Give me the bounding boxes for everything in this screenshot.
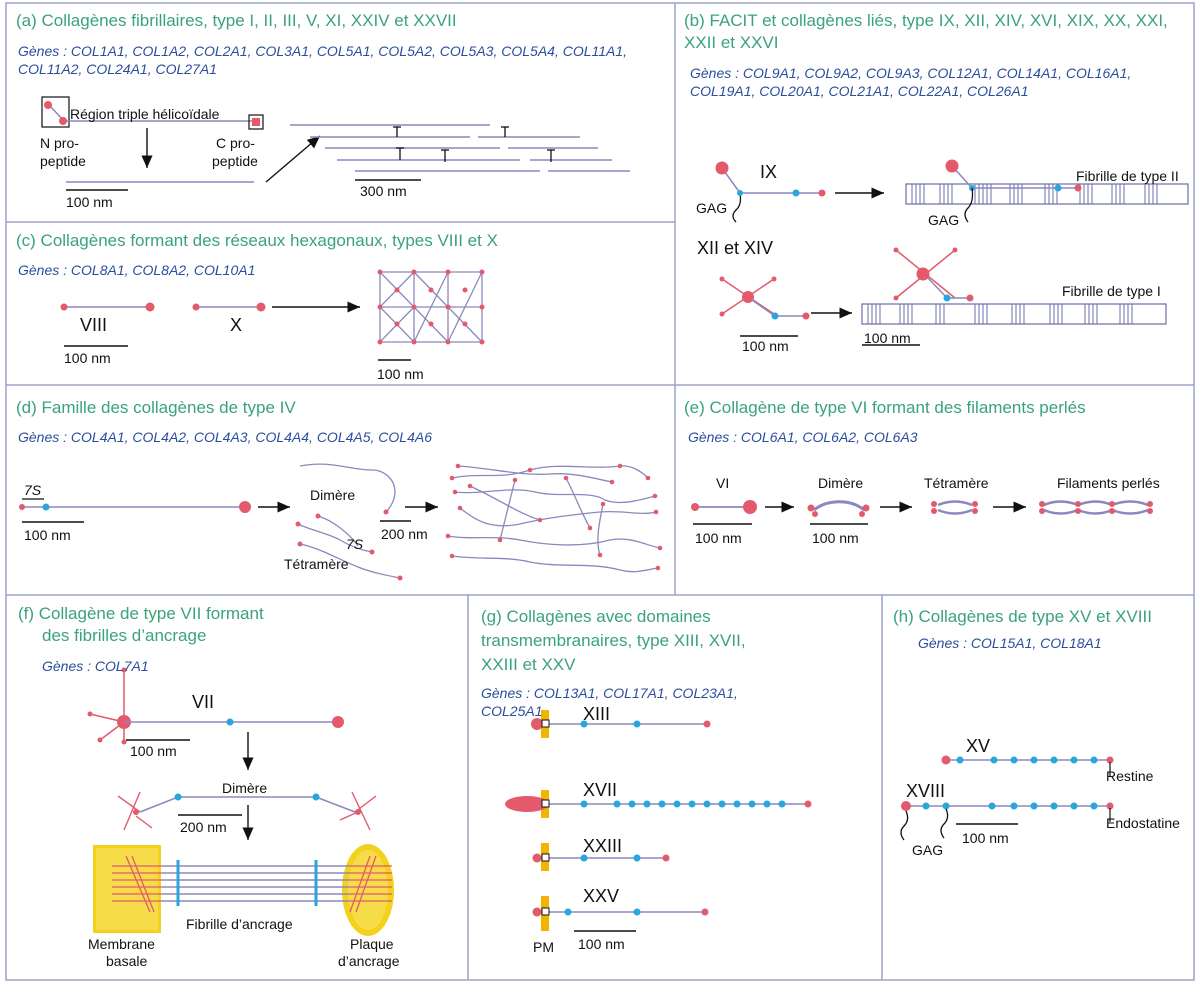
endostatin-label: Endostatine [1106,815,1180,831]
panel-grid [5,2,1195,981]
gag-label: GAG [912,842,944,858]
gag-label: GAG [696,200,728,216]
basement-membrane-label-2: basale [106,953,148,969]
scale-bar-label: 100 nm [742,338,789,354]
panel-b-title: (b) FACIT et collagènes liés, type IX, X… [684,11,1168,52]
scale-bar-label: 100 nm [812,530,859,546]
type-xxv-label: XXV [583,886,620,906]
scale-bar-label: 100 nm [24,527,71,543]
type-xviii-label: XVIII [906,781,946,801]
panel-b-art [715,159,1189,346]
panel-h-art [900,755,1114,841]
triple-helix-label: Région triple hélicoïdale [70,106,220,122]
dimer-label: Dimère [818,475,864,491]
anchoring-plaque-label-1: Plaque [350,936,394,952]
scale-bar-label: 100 nm [130,743,177,759]
type-xxiii-label: XXIII [583,836,623,856]
dimer-label: Dimère [310,487,356,503]
n-propeptide-label-2: peptide [40,153,86,169]
panel-d-genes: Gènes : COL4A1, COL4A2, COL4A3, COL4A4, … [18,429,432,445]
panel-a-art [41,96,630,191]
type-iv-network [447,465,661,573]
anchoring-fibril-lines [162,865,350,902]
type-xv-label: XV [966,736,991,756]
scale-bar-label: 300 nm [360,183,407,199]
scale-bar-label: 100 nm [578,936,625,952]
c-propeptide-label-1: C pro- [216,135,255,151]
n-propeptide-label-1: N pro- [40,135,79,151]
panel-h-title: (h) Collagènes de type XV et XVIII [893,607,1152,626]
panel-h-genes: Gènes : COL15A1, COL18A1 [918,635,1102,651]
panel-e-art [691,500,1153,525]
panel-g-genes-1: Gènes : COL13A1, COL17A1, COL23A1, [481,685,738,701]
basement-membrane-label-1: Membrane [88,936,155,952]
panel-c-title: (c) Collagènes formant des réseaux hexag… [16,231,498,250]
scale-bar-label: 100 nm [64,350,111,366]
anchoring-plaque-label-2: d’ancrage [338,953,400,969]
c-propeptide-label-2: peptide [212,153,258,169]
panel-a-genes: Gènes : COL1A1, COL1A2, COL2A1, COL3A1, … [18,43,628,77]
dimer-label: Dimère [222,780,268,796]
fibril-type-i-label: Fibrille de type I [1062,283,1161,299]
panel-c-art [60,269,485,361]
panel-g-genes-2: COL25A1 [481,703,543,719]
panel-b-genes: Gènes : COL9A1, COL9A2, COL9A3, COL12A1,… [690,65,1132,99]
type-x-label: X [230,315,243,335]
7s-domain-label: 7S [24,482,42,498]
scale-bar-label: 100 nm [962,830,1009,846]
gag-label: GAG [928,212,960,228]
scale-bar-label: 100 nm [864,330,911,346]
panel-g-title-2: transmembranaires, type XIII, XVII, [481,631,746,650]
fibril-i-bands [867,304,1133,324]
type-ix-label: IX [760,162,778,182]
fibril-ii-bands [911,184,1158,204]
scale-bar-label: 200 nm [381,526,428,542]
scale-bar-label: 100 nm [66,194,113,210]
type-xiii-label: XIII [583,704,611,724]
anchoring-fibril-label: Fibrille d’ancrage [186,916,293,932]
scale-bar-label: 200 nm [180,819,227,835]
beaded-filaments-label: Filaments perlés [1057,475,1160,491]
panel-f-title-1: (f) Collagène de type VII formant [18,604,264,623]
panel-d-art [19,463,663,581]
panel-d-title: (d) Famille des collagènes de type IV [16,398,296,417]
restin-label: Restine [1106,768,1154,784]
scale-bar-label: 100 nm [695,530,742,546]
scale-bar-label: 100 nm [377,366,424,382]
type-viii-label: VIII [80,315,108,335]
type-xvii-label: XVII [583,780,618,800]
panel-c-genes: Gènes : COL8A1, COL8A2, COL10A1 [18,262,256,278]
type-vi-label: VI [716,475,730,491]
type-vii-label: VII [192,692,215,712]
panel-e-title: (e) Collagène de type VI formant des fil… [684,398,1086,417]
panel-e-genes: Gènes : COL6A1, COL6A2, COL6A3 [688,429,918,445]
panel-f-genes: Gènes : COL7A1 [42,658,149,674]
tetramer-label: Tétramère [284,556,349,572]
panel-g-title-3: XXIII et XXV [481,655,576,674]
panel-f-art [87,667,394,936]
panel-a-title: (a) Collagènes fibrillaires, type I, II,… [16,11,457,30]
panel-g-title-1: (g) Collagènes avec domaines [481,607,711,626]
fibril-type-ii-label: Fibrille de type II [1076,168,1179,184]
panel-g-art [505,710,812,932]
7s-domain-label: 7S [346,536,364,552]
plasma-membrane-label: PM [533,939,554,955]
tetramer-label: Tétramère [924,475,989,491]
type-xii-xiv-label: XII et XIV [697,238,774,258]
panel-f-title-2: des fibrilles d’ancrage [42,626,207,645]
